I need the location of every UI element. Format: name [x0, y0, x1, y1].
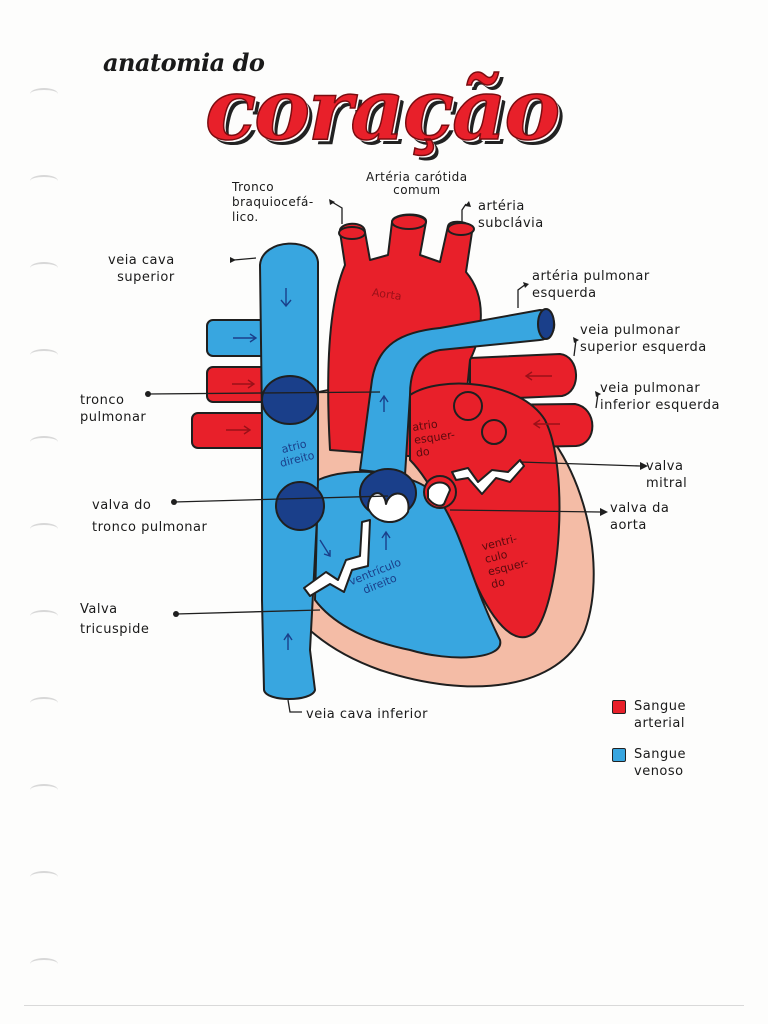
pulmonary-vein-opening — [481, 419, 507, 445]
label-valva-aorta: valva da aorta — [610, 501, 670, 533]
page-title: coração — [204, 59, 561, 160]
leader-line — [449, 509, 601, 513]
superior-vena-cava-opening — [261, 375, 319, 425]
label-arteria-subclavia: artéria subclávia — [478, 199, 544, 231]
flow-arrow — [319, 539, 331, 557]
binder-hole — [30, 349, 58, 361]
subclavian-opening — [447, 222, 475, 236]
label-valva-mitral: valva mitral — [646, 459, 688, 491]
label-veia-cava-inferior: veia cava inferior — [306, 707, 428, 722]
flow-arrow — [379, 394, 389, 412]
leader-line — [519, 461, 641, 467]
leader-line — [287, 699, 302, 713]
flow-arrow — [280, 288, 292, 308]
leader-line — [573, 339, 577, 357]
label-arteria-carotida: Artéria carótida comum — [366, 170, 468, 197]
leader-line — [331, 201, 343, 224]
label-tronco-pulmonar: tronco pulmonar — [80, 393, 147, 425]
pulmonary-artery-left-opening — [537, 308, 555, 340]
label-tronco-braquiocefalico: Tronco braquiocefá- lico. — [232, 180, 314, 224]
label-veia-pulmonar-inferior-esquerda: veia pulmonar inferior esquerda — [600, 381, 720, 413]
binder-hole — [30, 262, 58, 274]
carotid-opening — [391, 214, 427, 230]
flow-arrow — [532, 419, 560, 429]
binder-hole — [30, 523, 58, 535]
leader-arrowhead — [329, 199, 335, 205]
leader-line — [595, 393, 599, 409]
label-valva-tricuspide: Valva tricuspide — [80, 602, 150, 637]
label-veia-pulmonar-superior-esquerda: veia pulmonar superior esquerda — [580, 323, 707, 355]
binder-hole — [30, 697, 58, 709]
leader-line — [175, 609, 321, 615]
label-veia-cava-superior: veia cava superior — [108, 253, 175, 285]
mitral-valve — [451, 459, 525, 495]
leader-line — [173, 495, 389, 503]
page-bottom-line — [24, 1005, 744, 1006]
pulmonary-vein-opening — [453, 391, 483, 421]
leader-dot — [145, 391, 151, 397]
binder-hole — [30, 958, 58, 970]
brachiocephalic-opening — [338, 226, 366, 240]
leader-arrowhead — [573, 337, 579, 343]
tricuspid-valve — [303, 519, 371, 597]
leader-arrowhead — [600, 508, 608, 516]
legend-label-arterial: Sangue arterial — [634, 699, 686, 731]
leader-arrowhead — [640, 462, 648, 470]
leader-line — [461, 203, 467, 222]
binder-hole — [30, 436, 58, 448]
legend-label-venoso: Sangue venoso — [634, 747, 686, 779]
inner-label-atrio-esquerdo: atrio esquer- do — [411, 417, 456, 460]
flow-arrow — [283, 632, 293, 650]
flow-arrow — [233, 333, 258, 343]
label-arteria-pulmonar-esquerda: artéria pulmonar esquerda — [532, 269, 650, 301]
binder-hole — [30, 88, 58, 100]
binder-hole — [30, 871, 58, 883]
leader-arrowhead — [595, 391, 601, 397]
inferior-vena-cava-opening — [275, 481, 325, 531]
binder-hole — [30, 610, 58, 622]
aortic-valve-cusps — [427, 481, 451, 507]
label-valva-tronco-pulmonar: valva do tronco pulmonar — [92, 498, 208, 535]
leader-line — [517, 283, 527, 308]
flow-arrow — [232, 379, 256, 389]
legend-swatch-arterial — [612, 700, 626, 714]
leader-line — [147, 391, 381, 395]
flow-arrow — [381, 530, 391, 550]
binder-hole — [30, 784, 58, 796]
flow-arrow — [226, 425, 252, 435]
legend-swatch-venoso — [612, 748, 626, 762]
pulmonary-valve-cusps — [367, 492, 410, 523]
leader-dot — [173, 611, 179, 617]
vena-cava-superior — [259, 242, 319, 700]
leader-arrowhead — [523, 282, 529, 288]
leader-line — [233, 257, 257, 261]
leader-arrowhead — [230, 257, 236, 263]
title-subtitle: anatomia do — [103, 48, 265, 77]
leader-dot — [171, 499, 177, 505]
flow-arrow — [524, 371, 552, 381]
leader-arrowhead — [465, 201, 471, 207]
binder-hole — [30, 175, 58, 187]
